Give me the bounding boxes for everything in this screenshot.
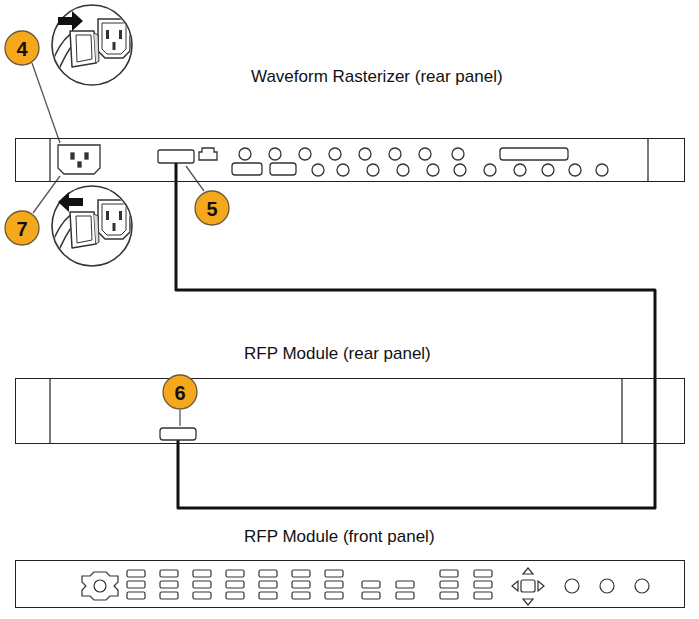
callout-circle — [163, 375, 197, 409]
bnc-connectors — [239, 148, 608, 176]
cable-stub — [175, 163, 178, 182]
panel-title: Waveform Rasterizer (rear panel) — [251, 67, 503, 87]
plug-inset — [48, 5, 132, 85]
unplug-inset — [48, 186, 132, 266]
callout-circle — [195, 191, 229, 225]
panel-title: RFP Module (rear panel) — [244, 344, 431, 364]
panel-box: Waveform Rasterizer (rear panel) — [15, 138, 685, 182]
rfp-front-details — [82, 568, 649, 605]
callout-circle — [5, 211, 39, 245]
cable — [176, 182, 655, 508]
rasterizer-rear-details — [50, 138, 648, 182]
leader-line — [32, 63, 204, 426]
panel-box: RFP Module (front panel) — [15, 560, 685, 608]
callout-circle — [5, 31, 39, 65]
panel-title: RFP Module (front panel) — [244, 527, 435, 547]
rfp-rear-details — [50, 378, 622, 444]
panel-box: RFP Module (rear panel) — [15, 378, 685, 444]
